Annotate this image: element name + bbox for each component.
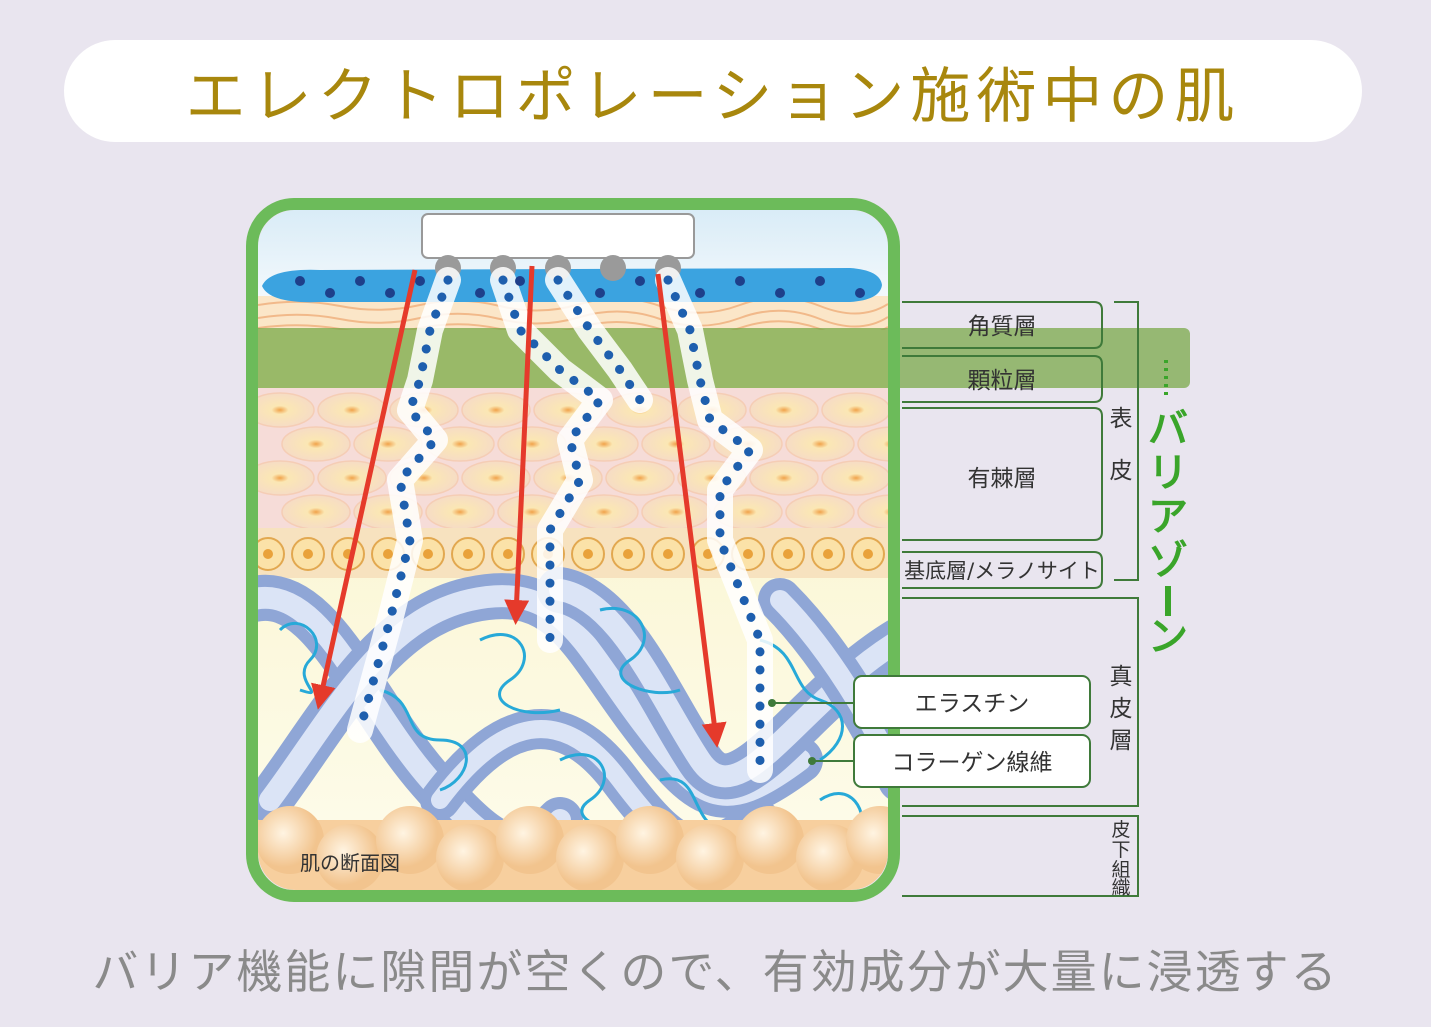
basal-nucleus [303, 549, 313, 559]
fat-cell [258, 806, 324, 874]
label-spinous: 有棘層 [968, 466, 1037, 492]
label-dermis-1: 真 [1110, 664, 1133, 690]
band-dot [855, 288, 865, 298]
spinous-cell [785, 426, 855, 462]
fat-cell [376, 806, 444, 874]
spinous-cell [821, 460, 888, 496]
arrow-1 [311, 269, 418, 710]
basal-nucleus [263, 549, 273, 559]
spinous-cell [317, 392, 387, 428]
band-dot [635, 276, 645, 286]
band-dot [595, 288, 605, 298]
band-dot [815, 276, 825, 286]
spinous-cell [857, 426, 888, 462]
fat-cell [436, 824, 504, 890]
band-dot [295, 276, 305, 286]
label-epidermis-1: 表 [1110, 406, 1133, 432]
band-dot [735, 276, 745, 286]
spinous-cell [461, 392, 531, 428]
band-dot [515, 276, 525, 286]
basal-nucleus [743, 549, 753, 559]
fat-cells [258, 806, 888, 890]
basal-nucleus [823, 549, 833, 559]
label-subcutis-3: 組 [1111, 859, 1130, 881]
label-dermis-3: 層 [1110, 728, 1133, 754]
title-banner: エレクトロポレーション施術中の肌 [64, 40, 1362, 142]
band-dot [325, 288, 335, 298]
basal-nucleus [583, 549, 593, 559]
label-stratum-corneum: 角質層 [968, 314, 1037, 340]
band-dot [695, 288, 705, 298]
label-elastin: エラスチン [915, 691, 1030, 717]
fat-cell [846, 806, 888, 874]
spinous-cell [281, 426, 351, 462]
basal-nucleus [503, 549, 513, 559]
arrow-2 [504, 265, 535, 625]
basal-nucleus [663, 549, 673, 559]
spinous-cell [749, 460, 819, 496]
barrier-char-1: バ [1148, 406, 1188, 452]
spinous-cell [425, 494, 495, 530]
ingredient-path-dots [355, 275, 453, 735]
spinous-cell [785, 494, 855, 530]
fat-cell [556, 824, 624, 890]
barrier-char-3: ア [1148, 494, 1188, 540]
label-basal: 基底層/メラノサイト [904, 559, 1100, 583]
label-granular: 顆粒層 [968, 368, 1037, 394]
fat-cell [496, 806, 564, 874]
basal-nucleus [703, 549, 713, 559]
spinous-cell [258, 392, 315, 428]
basal-nucleus [463, 549, 473, 559]
basal-nucleus [623, 549, 633, 559]
label-subcutis-1: 皮 [1111, 819, 1130, 841]
fat-cell [676, 824, 744, 890]
label-subcutis-2: 下 [1111, 839, 1130, 861]
barrier-char-6: ン [1148, 614, 1188, 660]
label-epidermis-2: 皮 [1110, 458, 1133, 484]
arrow-3 [655, 273, 727, 748]
label-dermis-2: 皮 [1110, 696, 1133, 722]
barrier-char-4: ゾ [1148, 538, 1188, 584]
caption: バリア機能に隙間が空くので、有効成分が大量に浸透する [92, 945, 1339, 999]
spinous-cell [497, 426, 567, 462]
label-subcutis-4: 織 [1111, 877, 1130, 899]
layer-labels [902, 301, 1139, 897]
spinous-cell [461, 460, 531, 496]
fat-cell [316, 824, 384, 890]
band-dot [775, 288, 785, 298]
fat-cell [616, 806, 684, 874]
spinous-cell [281, 494, 351, 530]
barrier-zone-label: バ リ ア ゾ ン [1148, 360, 1188, 660]
section-label: 肌の断面図 [300, 851, 400, 875]
band-dot [475, 288, 485, 298]
band-dot [355, 276, 365, 286]
ingredient-dot-paths [295, 267, 865, 783]
page-title: エレクトロポレーション施術中の肌 [185, 61, 1241, 132]
spinous-cell [317, 460, 387, 496]
basal-nucleus [383, 549, 393, 559]
barrier-char-2: リ [1148, 450, 1188, 496]
spinous-cell [821, 392, 888, 428]
spinous-cell [258, 460, 315, 496]
diagram-frame [246, 198, 900, 902]
current-arrows [311, 265, 727, 748]
spinous-cell [605, 460, 675, 496]
spinous-cell [857, 494, 888, 530]
band-dot [415, 276, 425, 286]
basal-nucleus [863, 549, 873, 559]
fat-cell [736, 806, 804, 874]
spinous-cell [641, 494, 711, 530]
ingredient-path-dots [553, 275, 645, 405]
band-dot [385, 288, 395, 298]
fiber-callouts [768, 675, 1091, 788]
ingredient-path-dots [663, 275, 765, 775]
barrier-zone-band [888, 328, 1190, 388]
spinous-cell [749, 392, 819, 428]
label-collagen: コラーゲン線維 [892, 750, 1053, 776]
ingredient-path-dots [498, 275, 607, 645]
basal-nucleus [423, 549, 433, 559]
basal-nucleus [783, 549, 793, 559]
